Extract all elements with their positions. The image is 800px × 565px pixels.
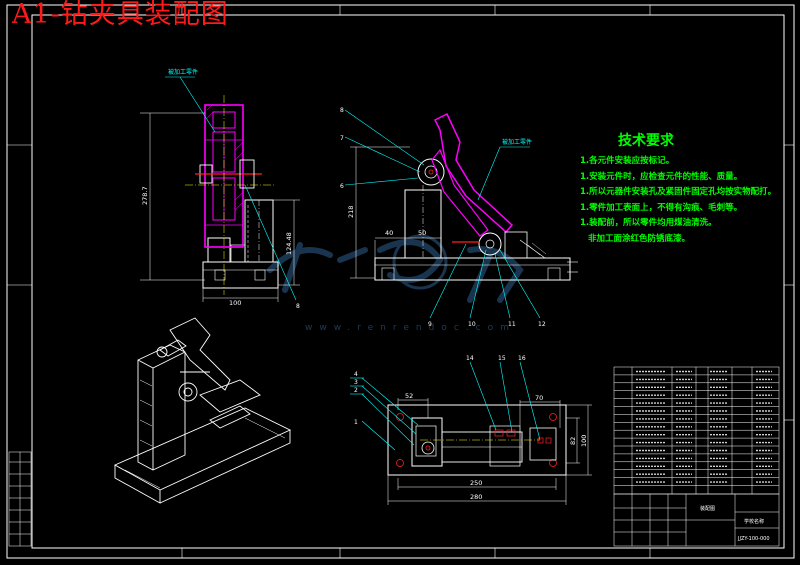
title-block-drawing-no: JJZY-100-000 (737, 536, 770, 542)
frame-ticks (7, 5, 794, 558)
part-number-top-1: 4 (354, 371, 358, 378)
part-number-top-4: 1 (354, 419, 358, 426)
part-number-front-7: 12 (538, 321, 546, 328)
callout-workpiece-right: 被加工零件 (502, 138, 532, 146)
bom-marks (636, 370, 772, 483)
part-number-front-6: 11 (508, 321, 516, 328)
part-number-front-1: 8 (340, 107, 344, 114)
part-number-front-3: 6 (340, 183, 344, 190)
callout-workpiece-left: 被加工零件 (168, 68, 198, 76)
dim-40: 40 (385, 229, 393, 237)
watermark: www.renrendoc.com (267, 234, 524, 333)
tech-item: 1.零件加工表面上，不得有沟痕、毛刺等。 (580, 202, 743, 213)
bom-table (613, 366, 780, 495)
drawing-title: A1-钻夹具装配图 (12, 0, 229, 30)
tech-item: 1.装配前，所以零件均用煤油清洗。 (580, 218, 717, 228)
dim-52: 52 (405, 392, 413, 400)
front-view: 218 40 50 8 7 6 9 10 11 12 被加工零件 (340, 107, 578, 328)
side-view: 278.7 124.48 100 被加工零件 8 (140, 68, 300, 310)
dim-82: 82 (569, 437, 577, 445)
dim-250: 250 (470, 479, 482, 487)
inner-frame (31, 14, 785, 549)
dim-124-48: 124.48 (285, 232, 293, 255)
part-number-top-6: 15 (498, 355, 506, 362)
tech-requirements-list: 1.各元件安装应按标记。 1.安装元件时，应检查元件的性能、质量。 1.所以元器… (580, 154, 776, 247)
part-number-front-5: 10 (468, 321, 476, 328)
part-number-8-left: 8 (296, 303, 300, 310)
part-number-top-3: 2 (354, 387, 358, 394)
title-block-name: 装配图 (700, 505, 715, 512)
dim-50: 50 (418, 229, 426, 237)
part-number-top-2: 3 (354, 379, 358, 386)
dim-70: 70 (535, 394, 543, 402)
dim-278-7: 278.7 (141, 186, 149, 205)
watermark-url: www.renrendoc.com (305, 323, 516, 333)
title-block (613, 493, 780, 547)
tech-requirements-heading: 技术要求 (618, 133, 674, 149)
part-number-front-2: 7 (340, 135, 344, 142)
part-number-front-4: 9 (428, 321, 432, 328)
outer-frame (6, 4, 795, 559)
tech-item: 非加工面涂红色防锈底漆。 (588, 233, 691, 244)
left-stamp-table (8, 451, 32, 547)
dim-218: 218 (347, 206, 355, 218)
part-number-top-5: 14 (466, 355, 474, 362)
tech-item: 1.各元件安装应按标记。 (580, 156, 675, 166)
dim-100-left: 100 (229, 299, 241, 307)
dim-280: 280 (470, 493, 482, 501)
title-block-company: 学校名称 (744, 518, 764, 525)
isometric-view (113, 317, 292, 504)
tech-item: 1.安装元件时，应检查元件的性能、质量。 (580, 171, 743, 182)
part-number-top-7: 16 (518, 355, 526, 362)
top-view: 250 280 52 70 82 100 4 3 2 1 14 15 16 (350, 355, 592, 505)
dim-100-top: 100 (580, 435, 588, 447)
tech-item: 1.所以元器件安装孔及紧固件固定孔均按实物配打。 (580, 187, 777, 197)
